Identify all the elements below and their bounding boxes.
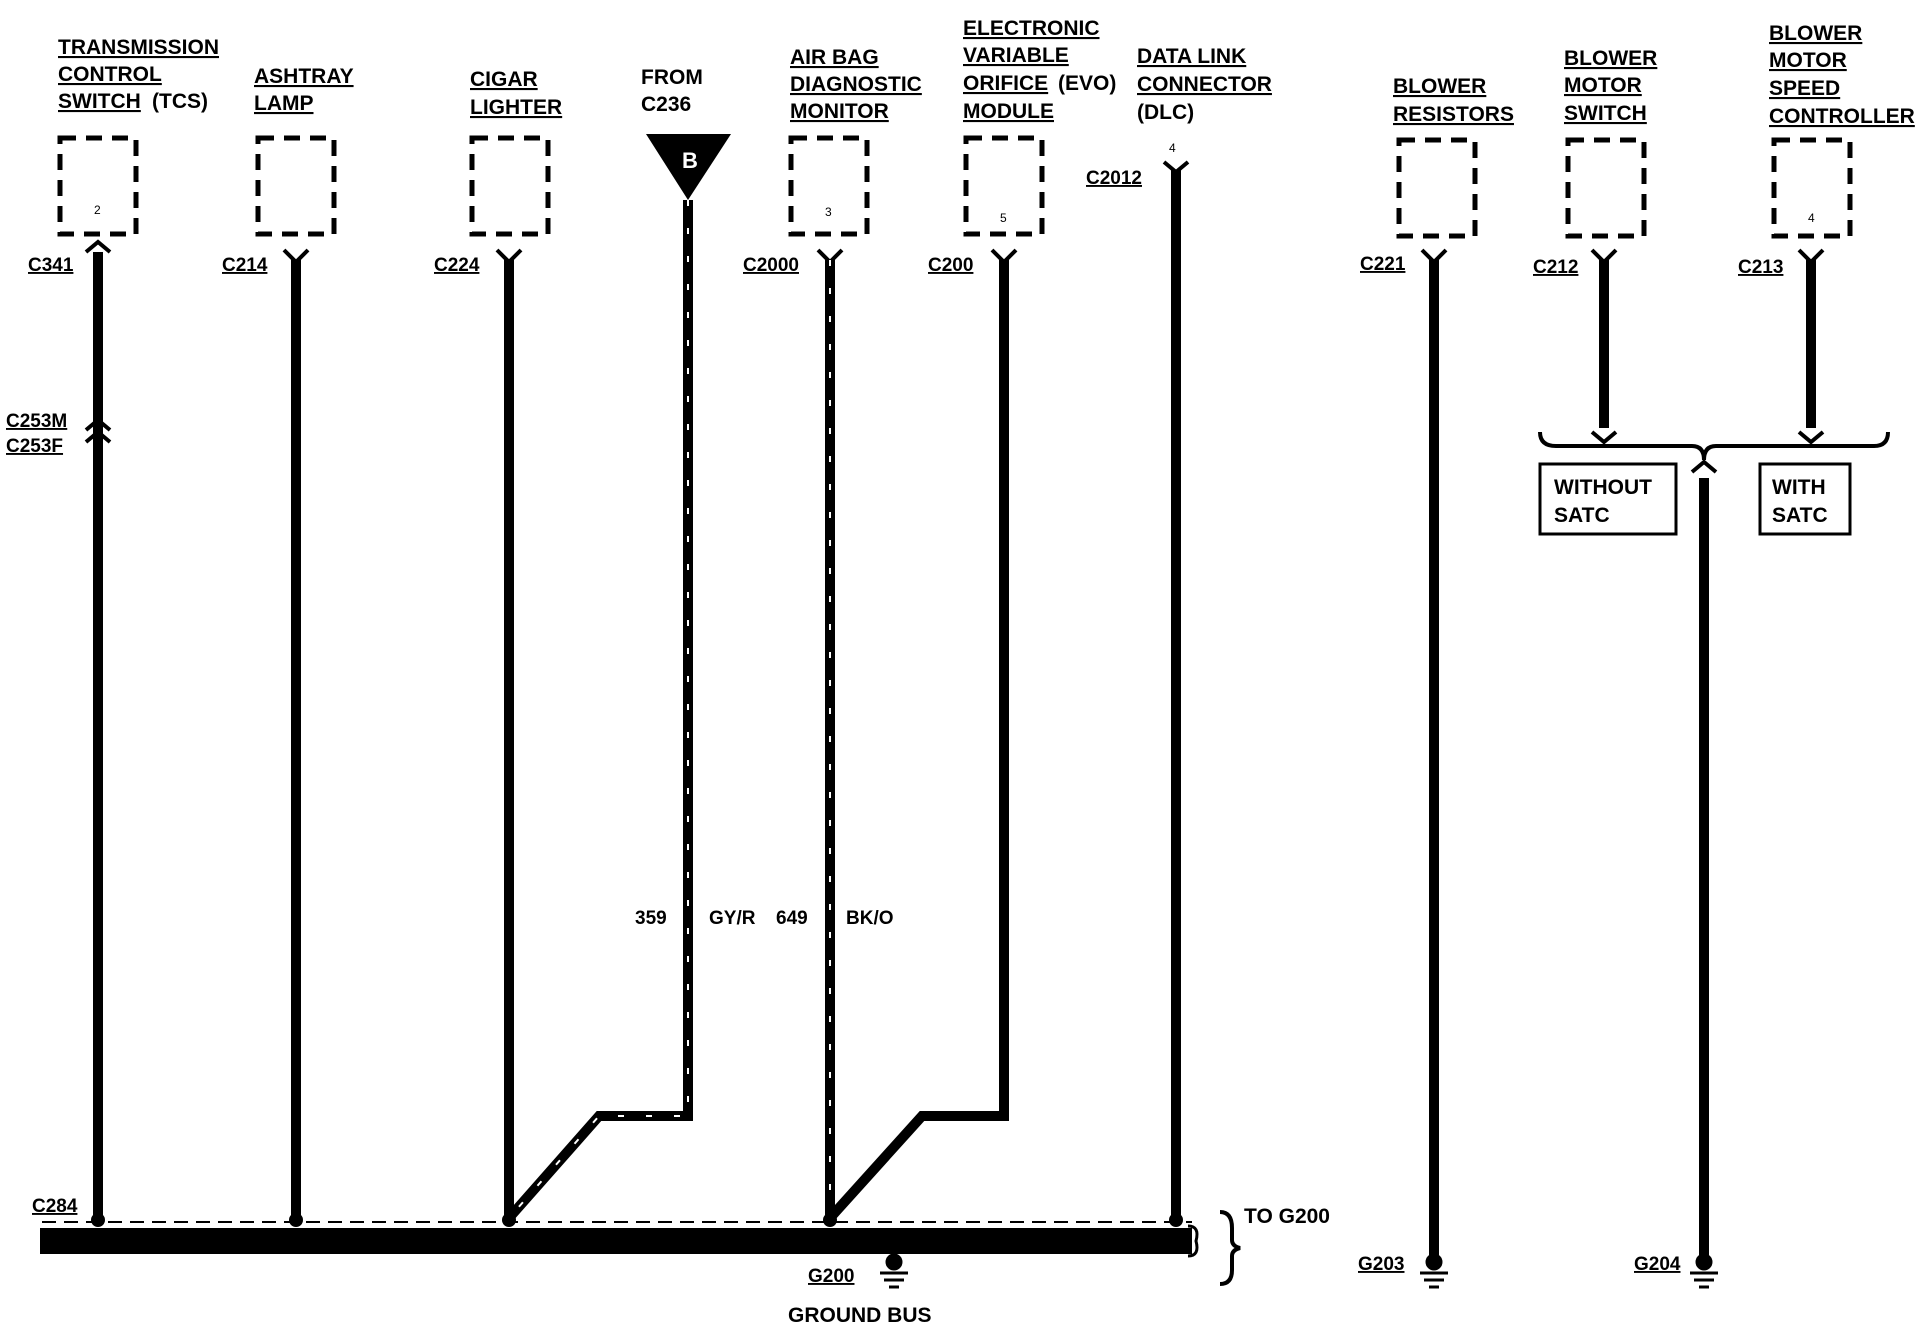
blower-resistors-line2: RESISTORS — [1393, 103, 1514, 126]
ground-g200-icon — [880, 1253, 908, 1289]
tcs-title-line3: SWITCH — [58, 90, 141, 113]
dlc-pin-number: 4 — [1169, 141, 1176, 155]
wire-649-color: BK/O — [846, 908, 894, 929]
connector-c341: C341 — [28, 255, 74, 276]
dlc-title: DATA LINK CONNECTOR (DLC) — [1137, 45, 1272, 124]
evo-component-box — [963, 135, 1045, 237]
bus-splice-points — [91, 1213, 1183, 1227]
connector-c284: C284 — [32, 1196, 78, 1217]
blower-resistors-component-box — [1396, 137, 1478, 239]
connector-c212: C212 — [1533, 257, 1578, 278]
from-c236-line1: FROM — [641, 66, 703, 89]
blower-controller-line4: CONTROLLER — [1769, 105, 1915, 128]
connector-c2000: C2000 — [743, 255, 799, 276]
blower-switch-line3: SWITCH — [1564, 102, 1647, 125]
ashtray-title-line2: LAMP — [254, 92, 314, 115]
from-c236-title: FROM C236 — [641, 66, 703, 116]
from-c236-line2: C236 — [641, 93, 691, 116]
ground-g204-label: G204 — [1634, 1254, 1681, 1275]
satc-option-bracket — [1538, 431, 1890, 461]
evo-title-line1: ELECTRONIC — [963, 17, 1100, 40]
to-g200-label: TO G200 — [1244, 1205, 1330, 1228]
without-satc-line1: WITHOUT — [1554, 476, 1652, 499]
connector-chevrons — [84, 160, 1825, 444]
without-satc-box — [1538, 462, 1678, 536]
ground-bus-end-cap — [1187, 1224, 1199, 1258]
cigar-title: CIGAR LIGHTER — [470, 68, 562, 119]
connector-c253m: C253M — [6, 411, 67, 432]
evo-pin-number: 5 — [1000, 211, 1007, 225]
airbag-title-line1: AIR BAG — [790, 46, 879, 69]
airbag-title-line3: MONITOR — [790, 100, 889, 123]
tcs-title-line2: CONTROL — [58, 63, 162, 86]
connector-c221: C221 — [1360, 254, 1406, 275]
blower-switch-line1: BLOWER — [1564, 47, 1657, 70]
connector-c213: C213 — [1738, 257, 1783, 278]
connector-c253f: C253F — [6, 436, 63, 457]
airbag-pin-number: 3 — [825, 205, 832, 219]
blower-switch-title: BLOWER MOTOR SWITCH — [1564, 47, 1657, 125]
connector-c200: C200 — [928, 255, 973, 276]
evo-title-line2: VARIABLE — [963, 44, 1069, 67]
blower-controller-line3: SPEED — [1769, 77, 1840, 100]
cigar-title-line2: LIGHTER — [470, 96, 562, 119]
evo-title: ELECTRONIC VARIABLE ORIFICE (EVO) MODULE — [963, 17, 1116, 123]
connector-c224: C224 — [434, 255, 480, 276]
with-satc-line2: SATC — [1772, 504, 1828, 527]
ashtray-component-box — [255, 135, 337, 237]
tcs-title-suffix: (TCS) — [152, 90, 208, 113]
wire-359-circuit: 359 — [635, 908, 667, 929]
wire-649-circuit: 649 — [776, 908, 808, 929]
wire-359-gyr-stripe — [508, 200, 689, 1219]
ashtray-title: ASHTRAY LAMP — [254, 65, 354, 115]
tcs-title: TRANSMISSION CONTROL SWITCH (TCS) — [58, 36, 219, 113]
wire-evo-ground — [826, 260, 1009, 1222]
blower-controller-line2: MOTOR — [1769, 49, 1847, 72]
ground-g204-icon — [1690, 1253, 1718, 1289]
blower-controller-line1: BLOWER — [1769, 22, 1862, 45]
tcs-title-line1: TRANSMISSION — [58, 36, 219, 59]
ground-g203-icon — [1420, 1253, 1448, 1289]
blower-resistors-line1: BLOWER — [1393, 75, 1486, 98]
dlc-title-line3: (DLC) — [1137, 101, 1194, 124]
ground-g200-label: G200 — [808, 1266, 854, 1287]
from-c236-triangle-marker — [646, 134, 731, 200]
ground-bus-bar — [40, 1228, 1192, 1254]
to-g200-bracket — [1219, 1210, 1241, 1286]
blower-controller-title: BLOWER MOTOR SPEED CONTROLLER — [1769, 22, 1915, 128]
dlc-title-line1: DATA LINK — [1137, 45, 1246, 68]
with-satc-box — [1758, 462, 1852, 536]
with-satc-line1: WITH — [1772, 476, 1826, 499]
tcs-component-box — [57, 135, 139, 237]
blower-switch-component-box — [1565, 137, 1647, 239]
satc-bracket-hooks — [1590, 430, 1825, 474]
wire-359-gyr — [505, 200, 693, 1222]
without-satc-line2: SATC — [1554, 504, 1610, 527]
ground-g203-label: G203 — [1358, 1254, 1404, 1275]
tcs-pin-number: 2 — [94, 203, 101, 217]
blower-switch-line2: MOTOR — [1564, 74, 1642, 97]
from-c236-marker-letter: B — [682, 148, 698, 173]
blower-controller-component-box — [1771, 137, 1853, 239]
connector-c2012: C2012 — [1086, 168, 1142, 189]
airbag-title: AIR BAG DIAGNOSTIC MONITOR — [790, 46, 922, 123]
wire-359-color: GY/R — [709, 908, 756, 929]
evo-title-line3: ORIFICE — [963, 72, 1048, 95]
evo-title-line4: MODULE — [963, 100, 1054, 123]
ashtray-title-line1: ASHTRAY — [254, 65, 354, 88]
cigar-component-box — [469, 135, 551, 237]
blower-controller-pin-number: 4 — [1808, 211, 1815, 225]
ground-bus-caption: GROUND BUS — [788, 1304, 932, 1327]
connector-c214: C214 — [222, 255, 268, 276]
cigar-title-line1: CIGAR — [470, 68, 538, 91]
dlc-title-line2: CONNECTOR — [1137, 73, 1272, 96]
airbag-title-line2: DIAGNOSTIC — [790, 73, 922, 96]
evo-title-suffix: (EVO) — [1058, 72, 1116, 95]
blower-resistors-title: BLOWER RESISTORS — [1393, 75, 1514, 126]
airbag-component-box — [788, 135, 870, 237]
